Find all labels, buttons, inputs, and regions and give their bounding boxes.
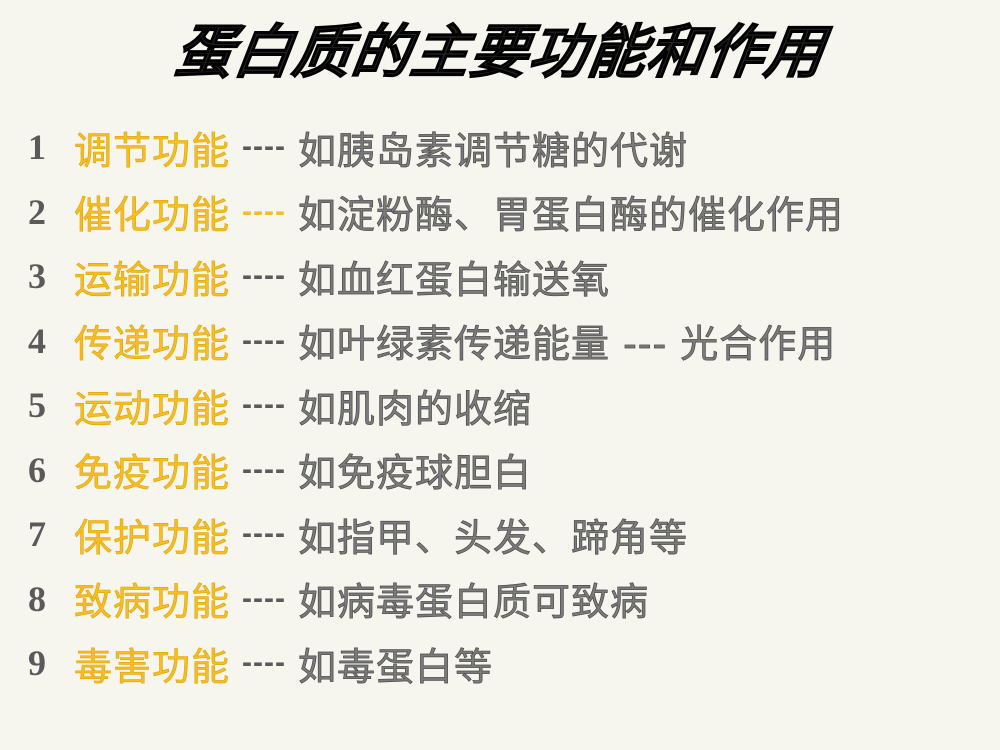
function-name: 运动功能 (74, 386, 231, 431)
separator: ---- (242, 452, 286, 486)
list-item: 8 致病功能 ---- 如病毒蛋白质可致病 (28, 567, 988, 632)
slide-title: 蛋白质的主要功能和作用 (170, 17, 830, 86)
function-example: 如肌肉的收缩 (297, 386, 532, 431)
function-name: 传递功能 (74, 322, 231, 367)
list-item: 2 催化功能 ---- 如淀粉酶、胃蛋白酶的催化作用 (28, 180, 988, 245)
item-number: 6 (28, 449, 46, 490)
list-item: 9 毒害功能 ---- 如毒蛋白等 (28, 631, 988, 696)
function-example: 如病毒蛋白质可致病 (297, 580, 649, 625)
function-example: 如免疫球胆白 (297, 451, 532, 496)
function-example: 如淀粉酶、胃蛋白酶的催化作用 (297, 193, 844, 238)
separator: ---- (242, 646, 286, 680)
function-name: 运输功能 (74, 257, 231, 302)
separator: ---- (242, 581, 286, 615)
list-item: 6 免疫功能 ---- 如免疫球胆白 (28, 438, 988, 503)
function-example: 如血红蛋白输送氧 (297, 257, 610, 302)
item-number: 7 (28, 514, 46, 555)
separator: ---- (242, 130, 286, 164)
function-name: 毒害功能 (74, 644, 231, 689)
function-list: 1 调节功能 ---- 如胰岛素调节糖的代谢 2 催化功能 ---- 如淀粉酶、… (28, 115, 988, 696)
function-example: 如指甲、头发、蹄角等 (297, 515, 688, 560)
list-item: 7 保护功能 ---- 如指甲、头发、蹄角等 (28, 502, 988, 567)
list-item: 3 运输功能 ---- 如血红蛋白输送氧 (28, 244, 988, 309)
item-number: 1 (28, 127, 46, 168)
function-name: 调节功能 (74, 128, 231, 173)
function-example: 如毒蛋白等 (297, 644, 493, 689)
item-number: 2 (28, 191, 46, 232)
list-item: 4 传递功能 ---- 如叶绿素传递能量 --- 光合作用 (28, 309, 988, 374)
function-name: 催化功能 (74, 193, 231, 238)
function-example: 如胰岛素调节糖的代谢 (297, 128, 688, 173)
function-name: 免疫功能 (74, 451, 231, 496)
item-number: 3 (28, 256, 46, 297)
list-item: 1 调节功能 ---- 如胰岛素调节糖的代谢 (28, 115, 988, 180)
function-name: 致病功能 (74, 580, 231, 625)
item-number: 8 (28, 578, 46, 619)
item-number: 9 (28, 643, 46, 684)
separator: ---- (242, 259, 286, 293)
item-number: 4 (28, 320, 46, 361)
item-number: 5 (28, 385, 46, 426)
separator: ---- (242, 517, 286, 551)
function-name: 保护功能 (74, 515, 231, 560)
function-example: 如叶绿素传递能量 --- 光合作用 (297, 322, 837, 367)
separator: ---- (242, 388, 286, 422)
separator: ---- (242, 194, 286, 228)
list-item: 5 运动功能 ---- 如肌肉的收缩 (28, 373, 988, 438)
separator: ---- (242, 323, 286, 357)
